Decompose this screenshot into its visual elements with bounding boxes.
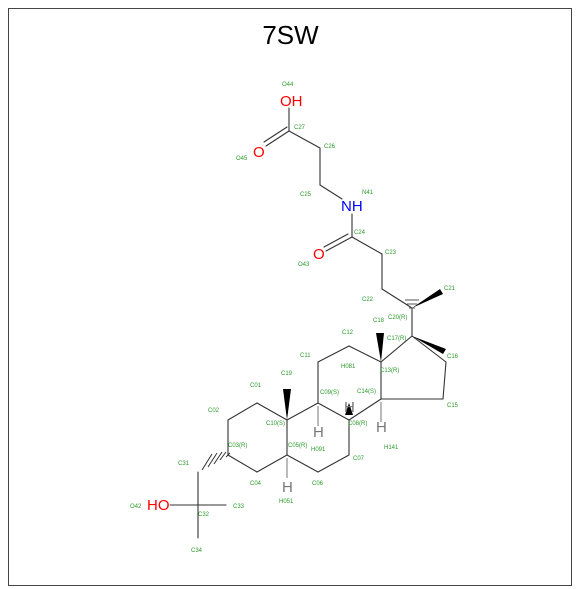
wedge-c17-c16 — [412, 336, 446, 354]
bond-c27-c26 — [288, 130, 321, 149]
bond-c25-n41 — [319, 184, 343, 200]
label-c18: C18 — [373, 318, 385, 324]
wedges — [283, 289, 446, 420]
hash-c3-2 — [219, 451, 227, 461]
label-n41: N41 — [362, 190, 374, 196]
wedge-c10-c19 — [283, 389, 291, 420]
atom-h-c14: H — [376, 419, 387, 436]
label-c07: C07 — [353, 456, 365, 462]
label-o43: O43 — [298, 262, 310, 268]
label-c26: C26 — [324, 144, 336, 150]
label-c10: C10(S) — [266, 421, 285, 427]
hash-c3-1 — [225, 452, 231, 458]
wedge-c13-c18 — [376, 333, 384, 362]
label-c32: C32 — [198, 512, 210, 518]
label-c04: C04 — [250, 481, 262, 487]
bond-c04-c05 — [256, 454, 288, 473]
label-o44: O44 — [282, 82, 294, 88]
label-c12: C12 — [342, 330, 354, 336]
label-c23: C23 — [385, 250, 397, 256]
bonds — [169, 107, 447, 539]
bond-c03-c04 — [227, 454, 258, 473]
label-c31: C31 — [178, 461, 190, 467]
bond-c27-o45 — [265, 130, 290, 147]
label-c15: C15 — [447, 403, 459, 409]
label-c27: C27 — [294, 125, 306, 131]
label-h051: H051 — [279, 499, 294, 505]
label-c34: C34 — [191, 548, 203, 554]
bond-c01-c02 — [227, 402, 258, 421]
atom-h-c08: H — [344, 399, 355, 416]
label-c09: C09(S) — [320, 390, 339, 396]
label-h081: H081 — [341, 364, 356, 370]
label-c33: C33 — [233, 504, 245, 510]
label-c02: C02 — [208, 408, 220, 414]
molecule-title: 7SW — [262, 20, 319, 50]
label-c14: C14(S) — [357, 389, 376, 395]
label-h091: H091 — [311, 447, 326, 453]
hash-c3-4 — [207, 452, 218, 468]
wedge-c08-h — [345, 403, 353, 415]
bond-c24-c23 — [351, 236, 383, 255]
bond-c16-c15 — [442, 361, 447, 400]
bond-c24-o43 — [325, 236, 353, 252]
bond-c22-c20 — [381, 288, 413, 309]
bond-c09-c08 — [317, 402, 350, 421]
label-c13: C13(R) — [380, 368, 399, 374]
bond-c12-c11 — [317, 345, 350, 363]
label-c05: C05(R) — [288, 443, 307, 449]
label-c24: C24 — [354, 230, 366, 236]
label-c03: C03(R) — [228, 443, 247, 449]
label-o45: O45 — [236, 156, 248, 162]
atom-o-amide: O — [313, 246, 325, 263]
hydrogen-bonds — [286, 402, 382, 478]
hash-c3-5 — [201, 453, 213, 471]
atom-h-c09: H — [313, 424, 324, 441]
atom-labels: O44 C27 O45 C26 C25 N41 C24 O43 C23 C22 … — [130, 82, 459, 554]
label-c16: C16 — [447, 354, 459, 360]
label-c01: C01 — [250, 383, 262, 389]
atom-oh: OH — [280, 93, 303, 110]
atom-ho: HO — [147, 497, 170, 514]
atom-o-acid: O — [253, 144, 265, 161]
bond-c05-c06 — [286, 454, 319, 473]
bond-c24-o43-double — [323, 233, 349, 248]
heteroatoms: OH O NH O HO H H H H — [147, 93, 387, 514]
bond-c17-c13 — [380, 335, 413, 363]
label-c08: C08(R) — [348, 421, 367, 427]
label-c06: C06 — [312, 481, 324, 487]
label-h141: H141 — [384, 445, 399, 451]
atom-h-c05: H — [282, 479, 293, 496]
bond-c09-c10 — [286, 402, 319, 421]
wedge-c20-c21 — [412, 289, 443, 308]
label-c11: C11 — [300, 353, 311, 359]
viewer-frame — [8, 8, 572, 586]
bond-c13-c12 — [348, 345, 382, 363]
hashes — [201, 299, 419, 471]
bond-c06-c07 — [317, 454, 350, 473]
hash-c3-3 — [213, 451, 223, 465]
label-c20: C20(R) — [388, 315, 407, 321]
label-c25: C25 — [300, 192, 312, 198]
label-c21: C21 — [444, 286, 456, 292]
bond-c27-o45-double — [263, 126, 288, 143]
bond-c17-c16 — [411, 335, 447, 363]
label-c19: C19 — [281, 371, 293, 377]
label-o42: O42 — [130, 504, 142, 510]
label-c17: C17(R) — [387, 336, 406, 342]
label-c22: C22 — [362, 297, 374, 303]
bond-c08-c14 — [348, 398, 382, 421]
bond-c10-c01 — [256, 402, 288, 421]
atom-nh: NH — [341, 198, 363, 215]
